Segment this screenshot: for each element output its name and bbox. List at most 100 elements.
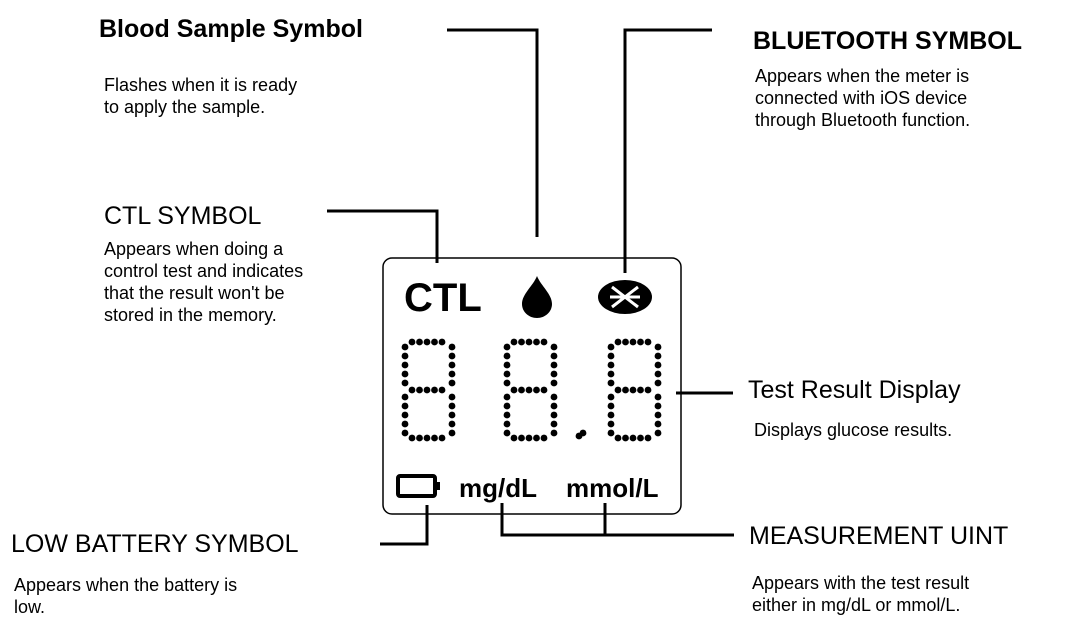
segment-dot bbox=[622, 434, 629, 442]
segment-dot bbox=[503, 393, 511, 401]
segment-dot bbox=[550, 370, 558, 378]
blood-sample-desc: Flashes when it is ready to apply the sa… bbox=[104, 74, 297, 118]
segment-dot bbox=[503, 429, 511, 437]
segment-dot bbox=[622, 338, 629, 346]
segment-dot bbox=[431, 434, 438, 442]
test-result-title: Test Result Display bbox=[748, 376, 961, 404]
segment-dot bbox=[607, 393, 615, 401]
segment-dot bbox=[448, 393, 456, 401]
segment-dot bbox=[431, 338, 438, 346]
segment-dot bbox=[423, 434, 431, 442]
low-battery-desc-line: Appears when the battery is bbox=[14, 575, 238, 595]
bluetooth-desc: Appears when the meter is connected with… bbox=[755, 65, 970, 131]
ctl-leader-line bbox=[327, 209, 439, 263]
segment-dot bbox=[607, 352, 615, 360]
unit-mmol-label: mmol/L bbox=[566, 473, 659, 503]
unit-mgdl-label: mg/dL bbox=[459, 473, 537, 503]
segment-dot bbox=[607, 361, 615, 369]
segment-dot bbox=[401, 352, 409, 360]
test-result-digits bbox=[401, 338, 662, 442]
battery-leader-line bbox=[380, 505, 429, 546]
segment-dot bbox=[540, 338, 548, 346]
segment-dot bbox=[448, 352, 456, 360]
segment-dot bbox=[518, 338, 525, 346]
segment-dot bbox=[438, 386, 446, 394]
segment-dot bbox=[401, 370, 409, 378]
segment-dot bbox=[607, 343, 615, 351]
segment-dot bbox=[607, 429, 615, 437]
measurement-unit-title: MEASUREMENT UINT bbox=[749, 522, 1009, 550]
segment-dot bbox=[503, 379, 511, 387]
bluetooth-icon bbox=[598, 280, 652, 314]
segment-dot bbox=[614, 386, 622, 394]
bluetooth-desc-line: through Bluetooth function. bbox=[755, 110, 971, 130]
segment-dot bbox=[550, 352, 558, 360]
segment-dot bbox=[408, 434, 416, 442]
ctl-desc: Appears when doing a control test and in… bbox=[104, 238, 303, 326]
segment-dot bbox=[637, 386, 644, 394]
segment-dot bbox=[607, 402, 615, 410]
segment-dot bbox=[614, 338, 622, 346]
segment-dot bbox=[644, 386, 652, 394]
blood-sample-desc-line: Flashes when it is ready bbox=[104, 75, 298, 95]
segment-dot bbox=[503, 343, 511, 351]
segment-dot bbox=[416, 434, 423, 442]
segment-dot bbox=[401, 379, 409, 387]
segment-dot bbox=[448, 361, 456, 369]
blood-sample-desc-line: to apply the sample. bbox=[104, 97, 266, 117]
segment-dot bbox=[533, 386, 540, 394]
segment-dot bbox=[622, 386, 629, 394]
segment-dot bbox=[510, 386, 518, 394]
low-battery-title: LOW BATTERY SYMBOL bbox=[11, 530, 299, 558]
segment-dot bbox=[431, 386, 438, 394]
segment-dot bbox=[401, 429, 409, 437]
segment-dot bbox=[518, 434, 525, 442]
segment-dot bbox=[637, 434, 644, 442]
segment-dot bbox=[644, 338, 652, 346]
segment-dot bbox=[540, 434, 548, 442]
segment-dot bbox=[408, 338, 416, 346]
segment-dot bbox=[654, 343, 662, 351]
segment-dot bbox=[629, 338, 637, 346]
segment-dot bbox=[448, 429, 456, 437]
blood-sample-title: Blood Sample Symbol bbox=[99, 15, 363, 43]
segment-dot bbox=[448, 402, 456, 410]
segment-dot bbox=[503, 370, 511, 378]
segment-dot bbox=[401, 411, 409, 419]
segment-dot bbox=[533, 338, 540, 346]
segment-dot bbox=[654, 379, 662, 387]
segment-dot bbox=[607, 411, 615, 419]
ctl-desc-line: stored in the memory. bbox=[104, 305, 277, 325]
segment-dot bbox=[654, 420, 662, 428]
segment-dot bbox=[448, 411, 456, 419]
segment-dot bbox=[654, 393, 662, 401]
ctl-title: CTL SYMBOL bbox=[104, 202, 262, 230]
bluetooth-title: BLUETOOTH SYMBOL bbox=[753, 27, 1022, 55]
low-battery-desc: Appears when the battery is low. bbox=[14, 574, 237, 618]
segment-dot bbox=[550, 411, 558, 419]
segment-dot bbox=[533, 434, 540, 442]
segment-dot bbox=[503, 352, 511, 360]
segment-dot bbox=[614, 434, 622, 442]
segment-dot bbox=[401, 402, 409, 410]
lcd-frame bbox=[382, 257, 682, 515]
segment-dot bbox=[550, 393, 558, 401]
segment-dot bbox=[550, 361, 558, 369]
segment-dot bbox=[503, 411, 511, 419]
segment-dot bbox=[644, 434, 652, 442]
segment-dot bbox=[654, 429, 662, 437]
test-result-desc: Displays glucose results. bbox=[754, 419, 952, 441]
ctl-desc-line: Appears when doing a bbox=[104, 239, 284, 259]
segment-dot bbox=[510, 338, 518, 346]
segment-dot bbox=[654, 411, 662, 419]
segment-dot bbox=[510, 434, 518, 442]
segment-dot bbox=[448, 343, 456, 351]
segment-dot bbox=[525, 434, 533, 442]
segment-dot bbox=[448, 420, 456, 428]
segment-dot bbox=[438, 434, 446, 442]
segment-dot bbox=[416, 338, 423, 346]
segment-dot bbox=[654, 370, 662, 378]
segment-dot bbox=[637, 338, 644, 346]
segment-dot bbox=[540, 386, 548, 394]
